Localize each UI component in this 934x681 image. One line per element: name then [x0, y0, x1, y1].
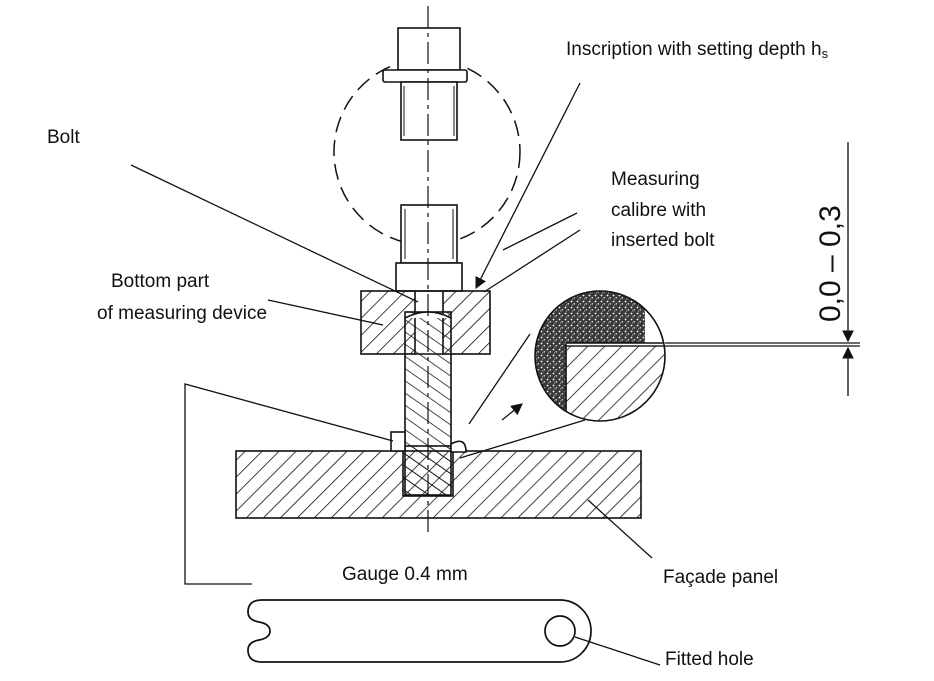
label-bottom-part-1: Bottom part [111, 271, 210, 292]
upper-tool [382, 27, 468, 141]
leader-gauge-left [184, 383, 394, 585]
facade-panel-shape [235, 431, 642, 519]
label-calibre-3: inserted bolt [611, 230, 715, 251]
leader-detail [468, 333, 531, 425]
detail-view [534, 290, 666, 422]
leader-inscription [475, 82, 581, 290]
label-facade-panel: Façade panel [663, 567, 779, 588]
label-bottom-part-2: of measuring device [97, 303, 268, 324]
leader-bolt [130, 164, 419, 303]
leader-lines [130, 82, 661, 666]
dimension-lines [665, 142, 860, 396]
label-fitted-hole: Fitted hole [665, 649, 754, 670]
label-calibre-2: calibre with [611, 200, 707, 221]
leader-gauge-right [459, 419, 586, 459]
label-gauge: Gauge 0.4 mm [342, 564, 468, 585]
label-bolt: Bolt [47, 127, 80, 148]
label-inscription: Inscription with setting depth hs [566, 39, 829, 61]
bolt-thread [395, 204, 463, 292]
leader-fitted-hole [574, 636, 661, 666]
leader-bottom-part [267, 299, 384, 326]
gauge-shape [247, 599, 592, 663]
tolerance-text: 0,0 – 0,3 [814, 205, 847, 322]
leader-calibre-b [483, 229, 581, 293]
leader-calibre-a [502, 212, 578, 251]
leader-facade [587, 499, 653, 559]
arrow-detail [501, 403, 523, 421]
label-calibre-1: Measuring [611, 169, 700, 190]
